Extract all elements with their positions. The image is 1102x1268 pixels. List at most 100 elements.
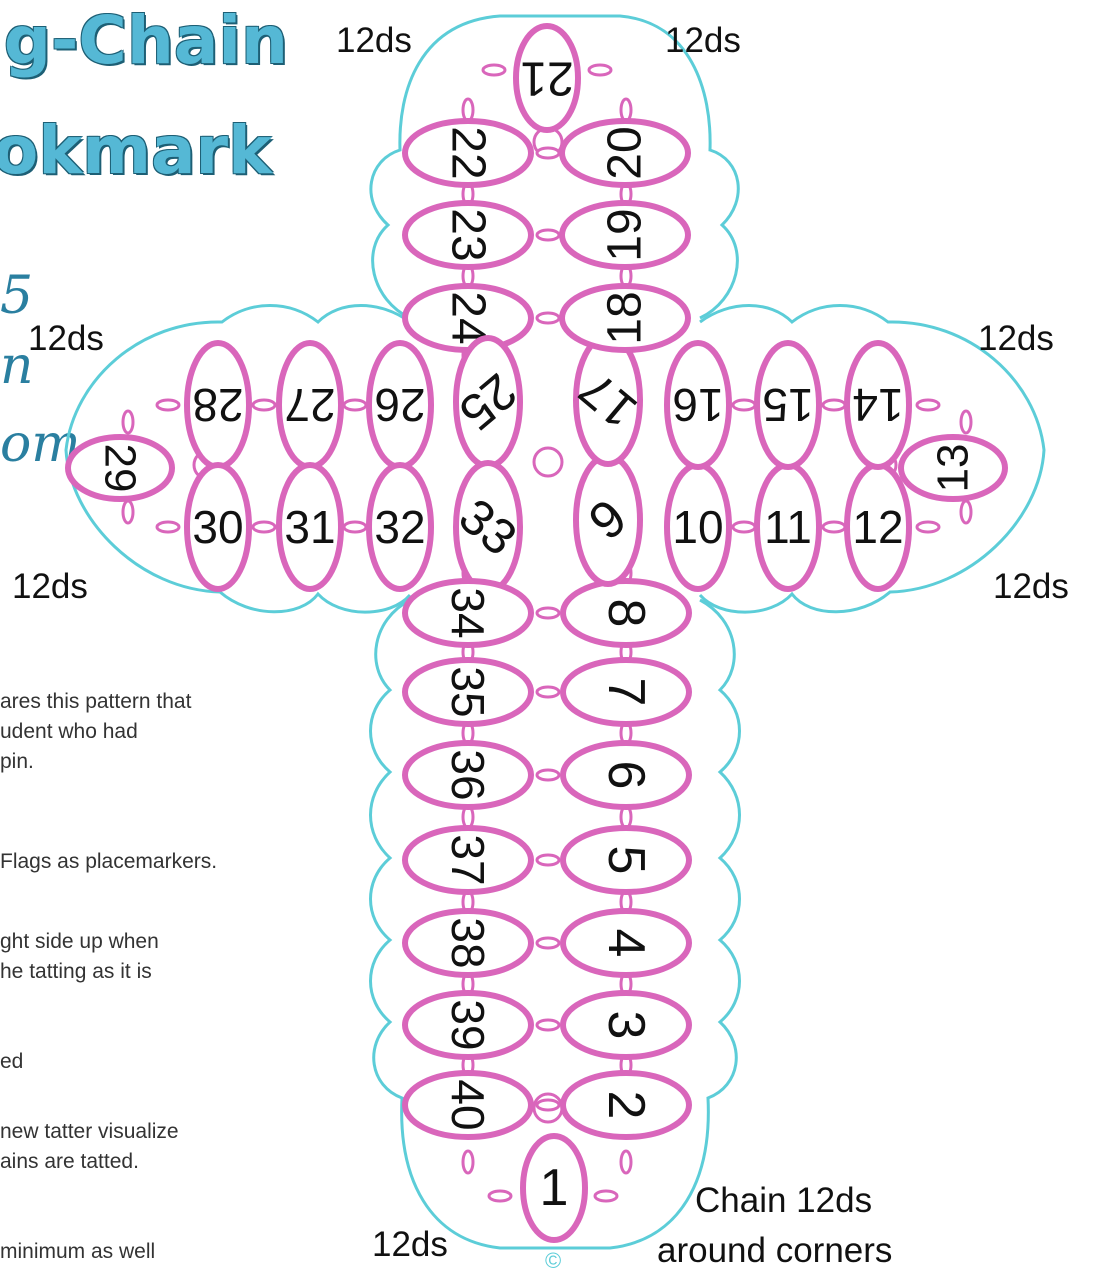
ring-40-outline [402, 1070, 534, 1140]
ring-6-number: 6 [597, 761, 655, 790]
ring-31-number: 31 [284, 501, 335, 553]
ring-15-outline [754, 340, 822, 470]
picot [535, 936, 561, 950]
picot [587, 63, 613, 77]
ring-40-number: 40 [442, 1079, 494, 1130]
ring-37-outline [402, 825, 534, 895]
picot [821, 398, 847, 412]
ring-32-number: 32 [374, 501, 425, 553]
ring-19-number: 19 [599, 208, 652, 261]
picot [342, 398, 368, 412]
ring-8-number: 8 [597, 599, 655, 628]
picot [251, 398, 277, 412]
ds-label-left-upper: 12ds [28, 319, 104, 358]
picot [535, 606, 561, 620]
picot [593, 1189, 619, 1203]
ds-label-top-right: 12ds [665, 21, 741, 60]
ring-18-number: 18 [599, 291, 652, 344]
picot [535, 1098, 561, 1112]
ring-34-outline [402, 578, 534, 648]
ring-5-outline [560, 825, 692, 895]
ring-21-outline [513, 23, 581, 133]
title-line-2: okmark [0, 112, 272, 189]
ring-34-number: 34 [442, 587, 494, 638]
ring-3-outline [560, 990, 692, 1060]
picot [619, 1149, 633, 1175]
ds-label-right-upper: 12ds [978, 319, 1054, 358]
chain-path [369, 598, 741, 1250]
ring-18-outline [559, 283, 691, 353]
picot [915, 520, 941, 534]
picot [535, 146, 561, 160]
picot [342, 520, 368, 534]
picot [487, 1189, 513, 1203]
ring-20-number: 20 [599, 126, 652, 179]
ds-label-top-left: 12ds [336, 21, 412, 60]
author-fragment-2: n [0, 336, 34, 396]
ring-4-number: 4 [597, 929, 655, 958]
ring-31-outline [276, 462, 344, 592]
ring-junction [532, 446, 564, 478]
note-line: ght side up when [0, 930, 159, 953]
ring-39-number: 39 [442, 999, 494, 1050]
chain-outlines [64, 14, 1046, 1250]
ring-13-number: 13 [929, 444, 978, 493]
ring-16-number: 16 [672, 379, 723, 431]
ring-36-number: 36 [442, 749, 494, 800]
picot-markers [121, 63, 973, 1203]
ring-15-number: 15 [762, 379, 813, 431]
picot [155, 520, 181, 534]
picot [535, 228, 561, 242]
chain-note-line-2: around corners [657, 1231, 892, 1268]
picot [731, 398, 757, 412]
ring-36-outline [402, 740, 534, 810]
ring-8-outline [560, 578, 692, 648]
author-fragment-1: 5 [0, 266, 34, 326]
picot [821, 520, 847, 534]
ring-21-number: 21 [520, 52, 573, 105]
ring-30-number: 30 [192, 501, 243, 553]
ds-label-right-lower: 12ds [993, 567, 1069, 606]
picot [121, 499, 135, 525]
picot [915, 398, 941, 412]
ring-2-number: 2 [597, 1091, 655, 1120]
ring-12-number: 12 [852, 501, 903, 553]
note-line: ed [0, 1050, 24, 1073]
picot [481, 63, 507, 77]
note-line: Flags as placemarkers. [0, 850, 218, 873]
note-line: pin. [0, 750, 34, 773]
copyright-mark: © [545, 1248, 561, 1268]
ring-39-outline [402, 990, 534, 1060]
picot [731, 520, 757, 534]
ds-label-left-lower: 12ds [12, 567, 88, 606]
ring-3-number: 3 [597, 1011, 655, 1040]
ring-22-number: 22 [442, 126, 495, 179]
ring-35-number: 35 [442, 666, 494, 717]
ds-label-bottom: 12ds [372, 1225, 448, 1264]
note-line: udent who had [0, 720, 138, 743]
picot [461, 97, 475, 123]
picot [959, 409, 973, 435]
ring-16-outline [664, 340, 732, 470]
ring-38-number: 38 [442, 917, 494, 968]
ring-20-outline [559, 118, 691, 188]
picot [121, 409, 135, 435]
chain-path [698, 304, 1046, 614]
ring-30-outline [184, 462, 252, 592]
picot [461, 1149, 475, 1175]
ring-6-outline [560, 740, 692, 810]
ring-11-number: 11 [764, 501, 812, 553]
ring-23-number: 23 [442, 208, 495, 261]
ring-junctions [192, 126, 898, 1124]
ring-37-number: 37 [442, 834, 494, 885]
chain-path [64, 304, 412, 614]
picot [619, 97, 633, 123]
ring-1-outline [520, 1133, 588, 1243]
ring-14-outline [844, 340, 912, 470]
ring-7-number: 7 [597, 678, 655, 707]
note-line: he tatting as it is [0, 960, 152, 983]
picot [535, 1018, 561, 1032]
picot [535, 685, 561, 699]
